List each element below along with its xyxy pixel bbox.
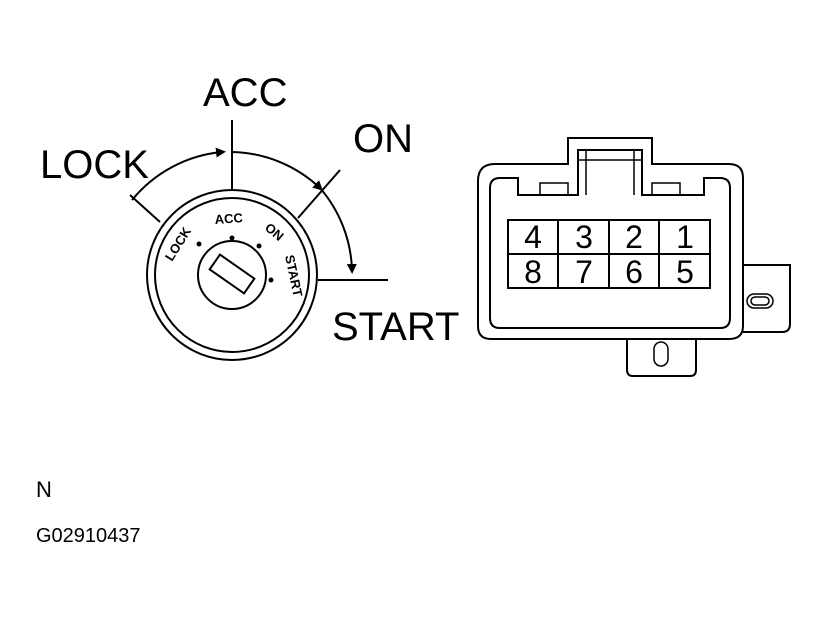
pin-number: 2 (625, 219, 643, 255)
connector-bottom-tab (626, 339, 697, 377)
connector-right-hole-inner (750, 296, 770, 306)
pin-number: 7 (575, 254, 593, 290)
pin-number: 3 (575, 219, 593, 255)
dot-acc (229, 235, 235, 241)
dot-start (268, 277, 274, 283)
connector-housing-outer (477, 137, 744, 340)
connector-right-ear (743, 264, 791, 333)
dot-on (256, 243, 262, 249)
switch-outer-ring (146, 189, 318, 361)
pin-number: 8 (524, 254, 542, 290)
pin-number: 5 (676, 254, 694, 290)
tick-on (297, 169, 341, 219)
dot-lock (196, 241, 202, 247)
connector-right-hole (746, 293, 774, 309)
connector: 4 3 2 1 8 7 6 5 (477, 137, 791, 377)
label-acc: ACC (203, 71, 287, 115)
rotation-arc-lock-acc (131, 147, 226, 201)
label-start: START (332, 305, 459, 349)
pin-number: 4 (524, 219, 542, 255)
key-cylinder (197, 240, 267, 310)
tick-lock (129, 194, 161, 223)
latch-notch-right (651, 182, 681, 196)
figure-code: G02910437 (36, 525, 141, 547)
connector-housing-inner (489, 149, 731, 329)
label-on: ON (353, 117, 413, 161)
pin-number: 1 (676, 219, 694, 255)
key-slot (208, 253, 256, 295)
rotation-arc-acc-on (231, 151, 323, 191)
face-label-acc: ACC (214, 210, 244, 227)
label-lock: LOCK (40, 143, 149, 187)
face-label-lock: LOCK (162, 224, 195, 264)
rotation-arc-on-start (319, 187, 357, 274)
face-label-start: START (282, 254, 305, 299)
connector-bottom-hole (653, 341, 669, 367)
ignition-switch: LOCK ACC ON START LOCK ACC ON START (40, 71, 459, 361)
switch-inner-ring (154, 197, 310, 353)
latch-notch-left (539, 182, 569, 196)
footer-letter: N (36, 477, 52, 502)
pin-number: 6 (625, 254, 643, 290)
face-label-on: ON (262, 220, 287, 244)
